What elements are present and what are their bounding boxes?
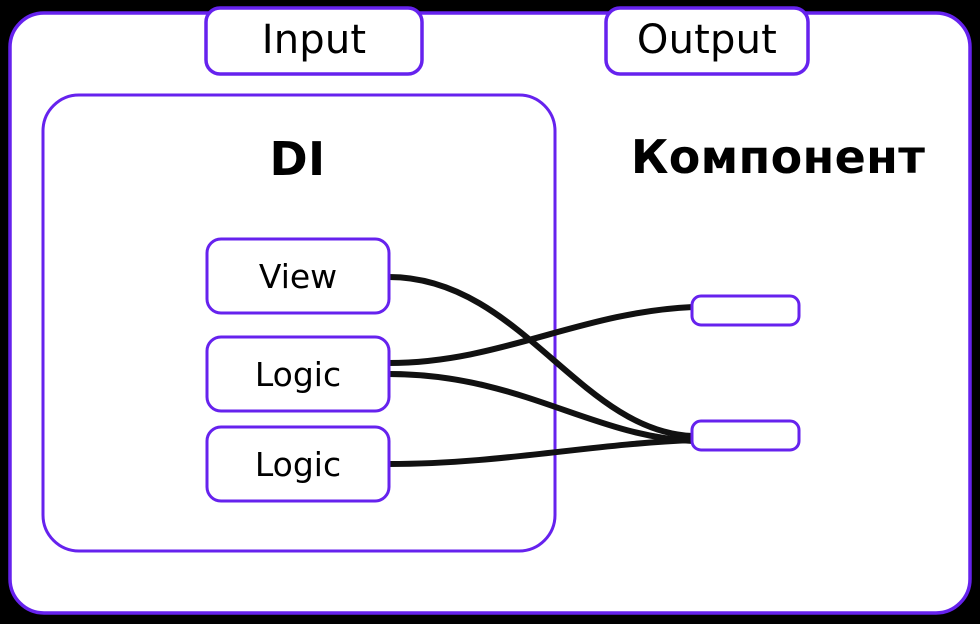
connector-logic-2-to-slot-2 — [386, 437, 696, 467]
tab-box-input[interactable] — [204, 6, 424, 76]
node-box-view[interactable] — [205, 237, 391, 315]
connector-logic-1-to-slot-2 — [386, 371, 696, 444]
output-slot-box-2[interactable] — [690, 419, 801, 452]
node-label-logic-2: Logic — [254, 445, 342, 484]
tab-label-input[interactable]: Input — [261, 17, 367, 63]
connector-group — [386, 274, 696, 467]
connector-view-to-slot-2 — [386, 274, 696, 439]
node-box-logic-2[interactable] — [205, 425, 391, 503]
node-label-logic-1: Logic — [254, 355, 342, 394]
tab-label-output[interactable]: Output — [636, 17, 778, 63]
connector-logic-1-to-slot-1 — [386, 304, 696, 366]
di-container — [41, 93, 557, 553]
heading-di: DI — [269, 132, 326, 186]
node-box-logic-1[interactable] — [205, 335, 391, 413]
heading-component: Компонент — [630, 130, 926, 184]
node-label-view: View — [258, 257, 338, 296]
output-slot-box-1[interactable] — [690, 294, 801, 327]
tab-box-output[interactable] — [604, 6, 810, 76]
